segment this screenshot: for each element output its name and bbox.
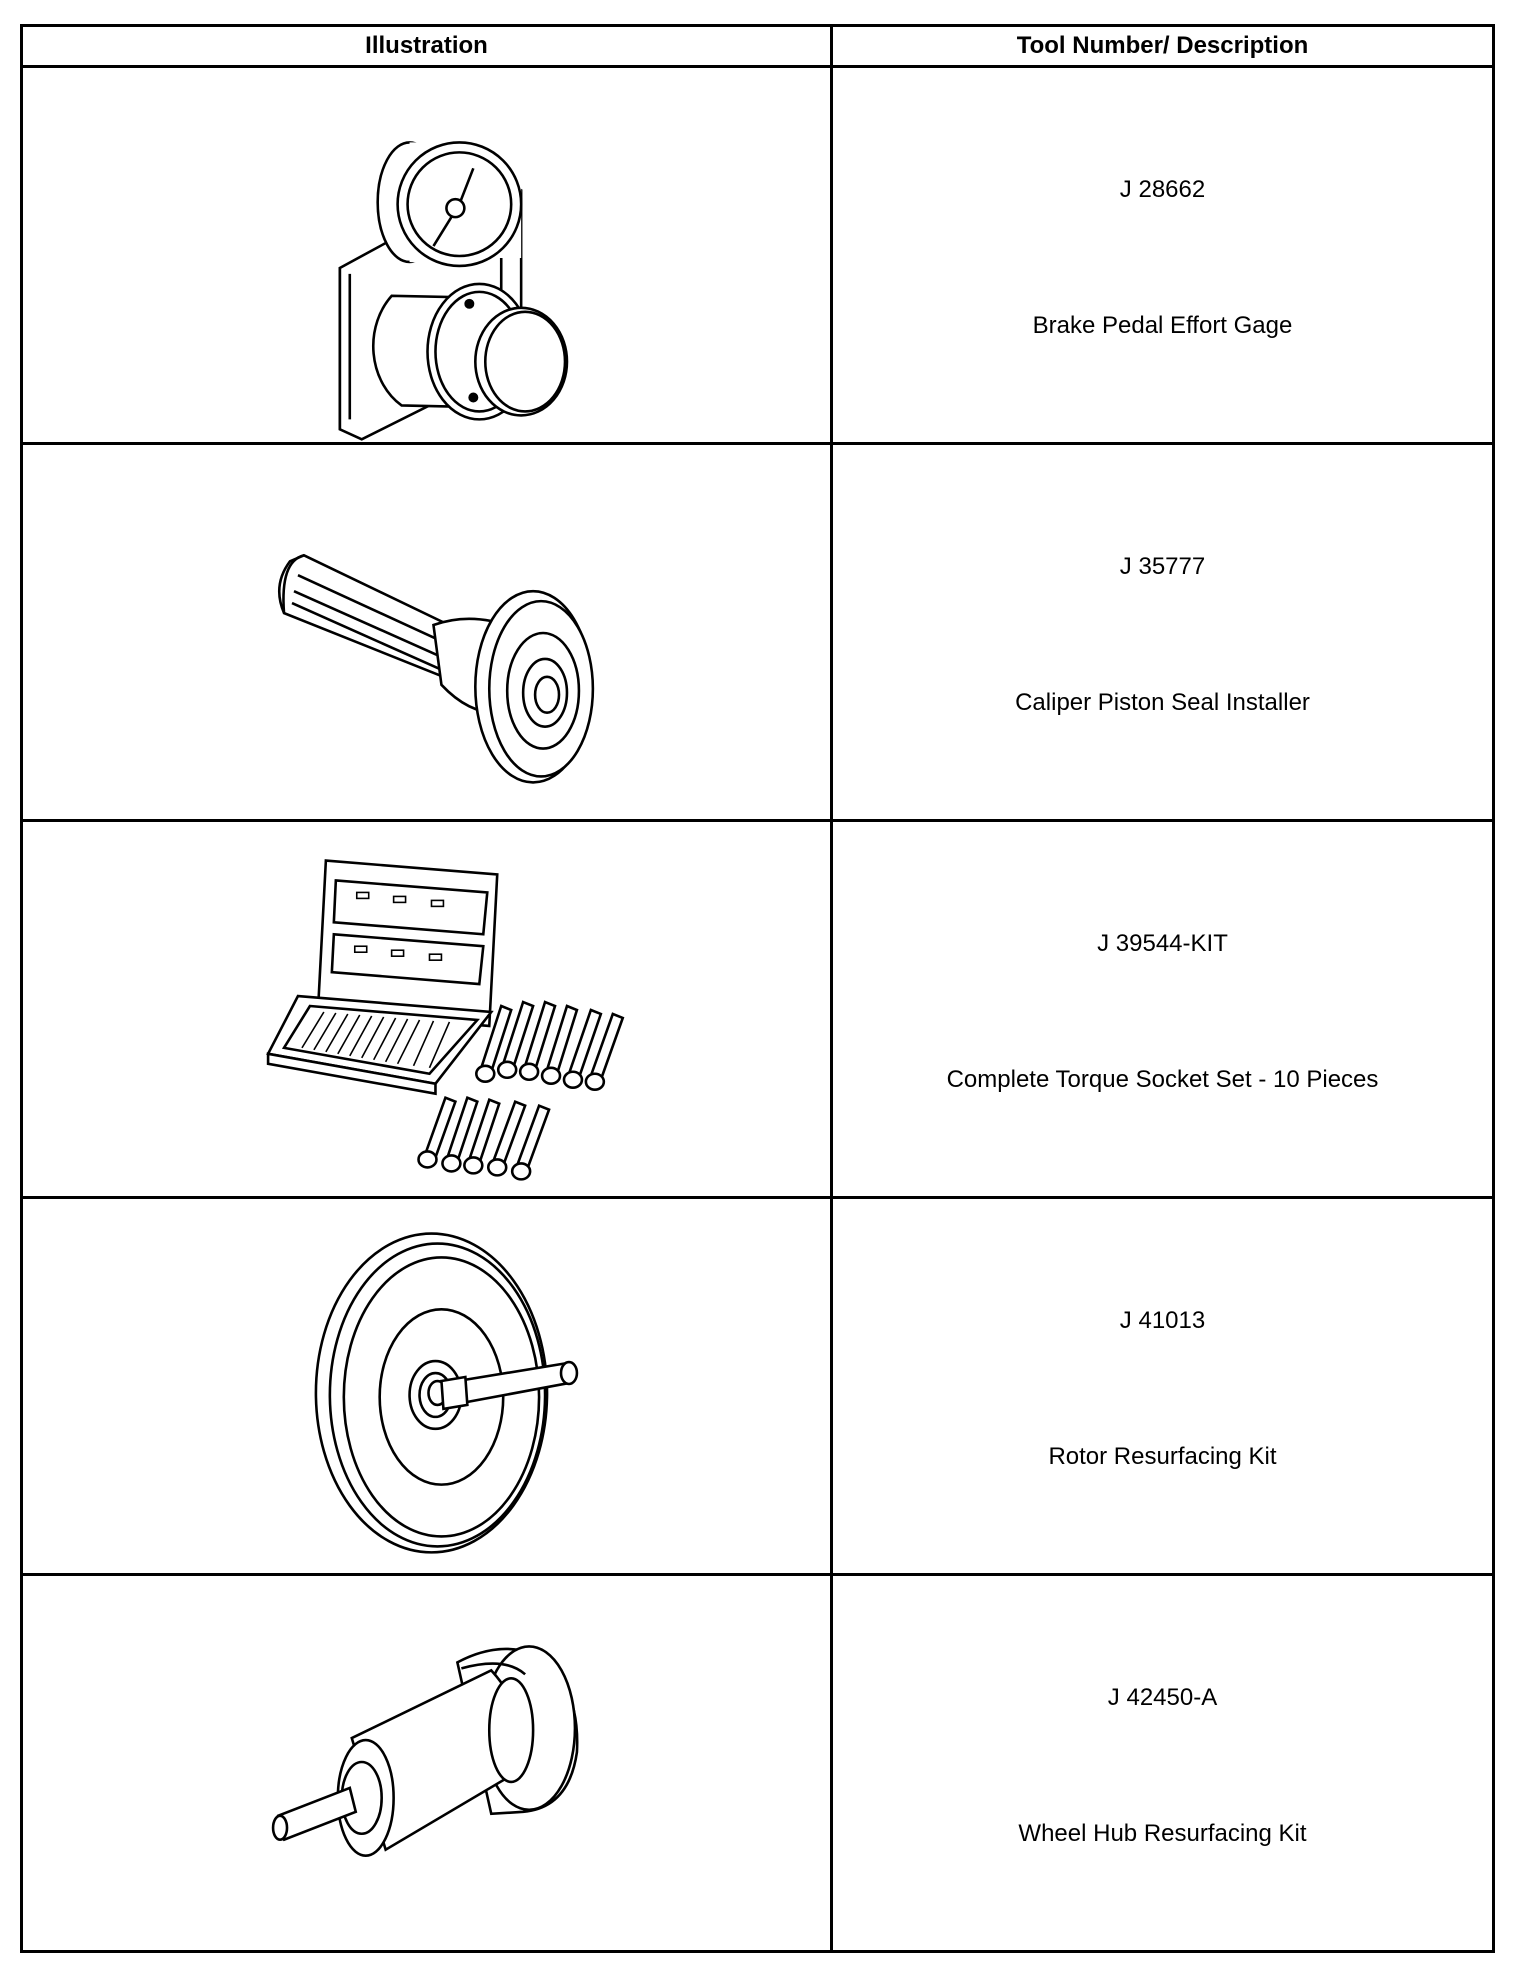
special-tools-table: Illustration Tool Number/ Description [20, 24, 1495, 1953]
tool-number: J 42450-A [1107, 1684, 1218, 1711]
tool-description: Caliper Piston Seal Installer [1015, 689, 1310, 716]
description-cell: J 42450-A Wheel Hub Resurfacing Kit [830, 1573, 1495, 1953]
table-row: J 41013 Rotor Resurfacing Kit [20, 1196, 1495, 1576]
illustration-cell [20, 1573, 833, 1953]
torque-socket-set-icon [266, 859, 625, 1181]
table-row: J 42450-A Wheel Hub Resurfacing Kit [20, 1573, 1495, 1953]
illustration-cell [20, 1196, 833, 1576]
tool-number: J 41013 [1119, 1307, 1206, 1334]
brake-pedal-effort-gage-icon [338, 138, 569, 441]
wheel-hub-resurfacing-kit-icon [271, 1645, 579, 1857]
illustration-cell [20, 65, 833, 445]
illustration-cell [20, 819, 833, 1199]
table-row: J 39544-KIT Complete Torque Socket Set -… [20, 819, 1495, 1199]
tool-number: J 28662 [1119, 176, 1206, 203]
tool-description: Wheel Hub Resurfacing Kit [1018, 1820, 1307, 1847]
table-row: J 28662 Brake Pedal Effort Gage [20, 65, 1495, 445]
description-cell: J 39544-KIT Complete Torque Socket Set -… [830, 819, 1495, 1199]
header-tool-number-description: Tool Number/ Description [830, 24, 1495, 68]
caliper-piston-seal-installer-icon [277, 553, 595, 784]
description-cell: J 41013 Rotor Resurfacing Kit [830, 1196, 1495, 1576]
description-cell: J 28662 Brake Pedal Effort Gage [830, 65, 1495, 445]
description-cell: J 35777 Caliper Piston Seal Installer [830, 442, 1495, 822]
tool-description: Brake Pedal Effort Gage [1032, 312, 1293, 339]
tool-number: J 39544-KIT [1097, 930, 1228, 957]
tool-description: Complete Torque Socket Set - 10 Pieces [946, 1066, 1379, 1093]
rotor-resurfacing-kit-icon [314, 1232, 579, 1554]
tool-description: Rotor Resurfacing Kit [1048, 1443, 1277, 1470]
table-row: J 35777 Caliper Piston Seal Installer [20, 442, 1495, 822]
tool-number: J 35777 [1119, 553, 1206, 580]
illustration-cell [20, 442, 833, 822]
header-illustration: Illustration [20, 24, 833, 68]
table-header-row: Illustration Tool Number/ Description [20, 24, 1495, 68]
